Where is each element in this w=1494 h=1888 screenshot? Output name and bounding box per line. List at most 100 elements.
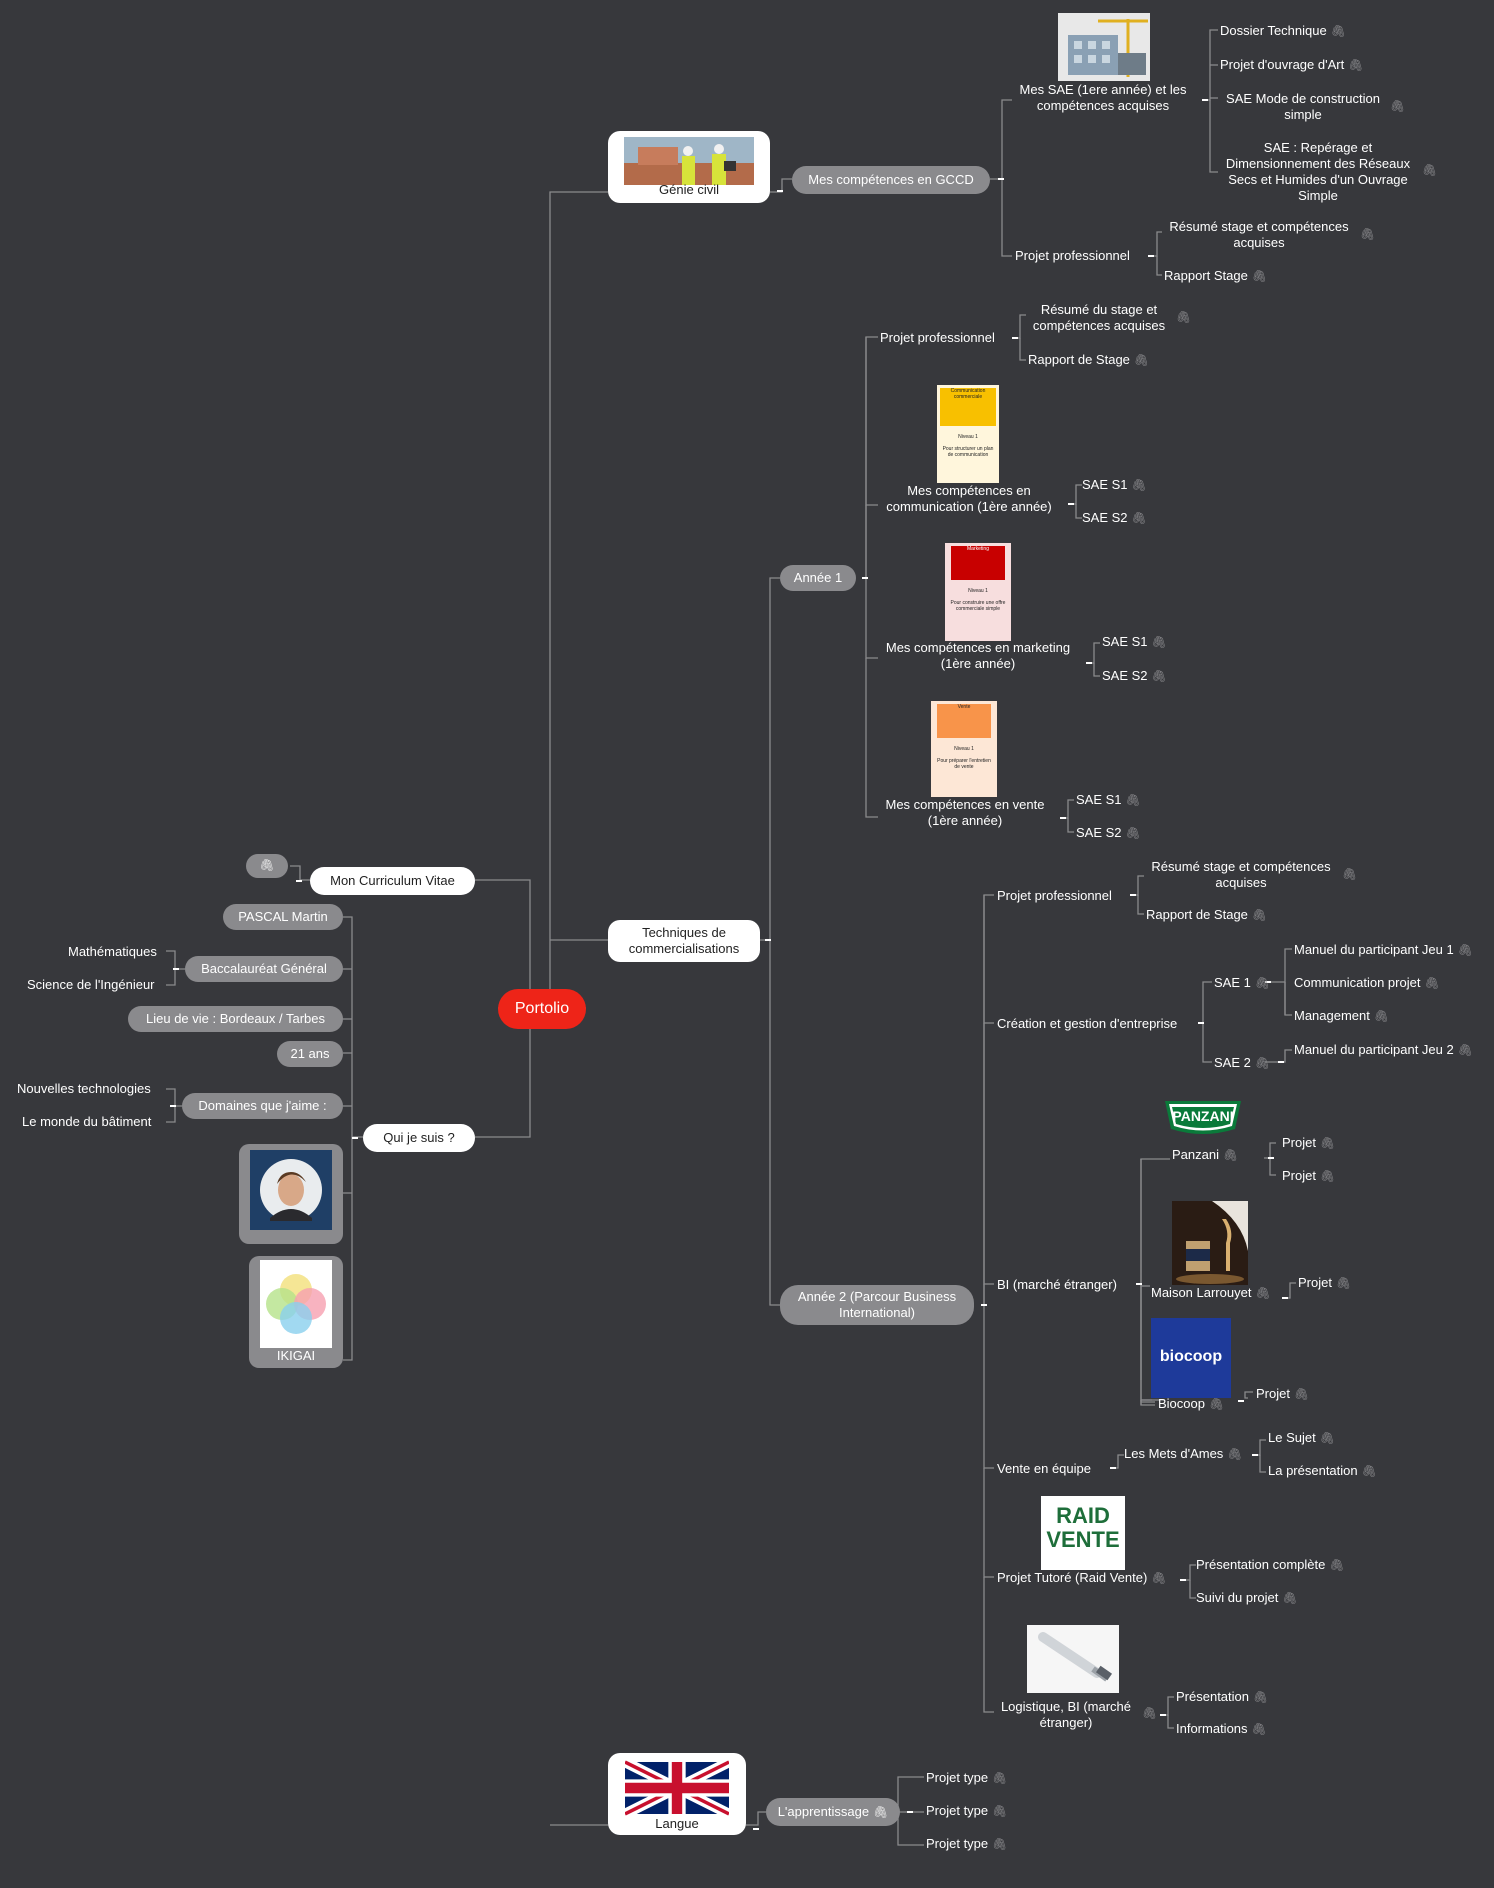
attachment-icon[interactable]: 🖇	[1254, 976, 1271, 990]
node-panzani[interactable]: Panzani🖇	[1172, 1147, 1238, 1163]
attachment-icon[interactable]: 🖇	[1131, 478, 1147, 492]
a1-resume-stage[interactable]: Résumé du stage et compétences acquises	[1026, 302, 1172, 334]
sae-ouvrage-art[interactable]: Projet d'ouvrage d'Art🖇	[1220, 57, 1363, 73]
attachment-icon[interactable]: 🖇	[1319, 1136, 1336, 1150]
attachment-icon[interactable]: 🖇	[1342, 867, 1358, 881]
root-node[interactable]: Portolio	[498, 989, 586, 1029]
vente-sae-s1[interactable]: SAE S1🖇	[1076, 792, 1141, 808]
node-techniques-commercialisation[interactable]: Techniques de commercialisations	[608, 920, 760, 962]
mets-le-sujet[interactable]: Le Sujet🖇	[1268, 1430, 1335, 1446]
attachment-icon[interactable]: 🖇	[1227, 1447, 1243, 1461]
mets-presentation[interactable]: La présentation🖇	[1268, 1463, 1377, 1479]
logistique-presentation[interactable]: Présentation🖇	[1176, 1689, 1268, 1705]
panzani-projet-1[interactable]: Projet🖇	[1282, 1135, 1335, 1151]
attachment-icon[interactable]: 🖇	[1457, 943, 1473, 957]
attachment-icon[interactable]: 🖇	[1133, 353, 1150, 367]
node-mes-sae[interactable]: Mes SAE (1ere année) et les compétences …	[1019, 82, 1187, 113]
langue-projet-type-3[interactable]: Projet type🖇	[926, 1836, 1007, 1852]
attachment-icon[interactable]: 🖇	[1251, 908, 1268, 922]
node-biocoop[interactable]: Biocoop🖇	[1158, 1396, 1224, 1412]
node-projet-professionnel-a2[interactable]: Projet professionnel	[997, 888, 1112, 903]
a2-resume-stage[interactable]: Résumé stage et compétences acquises	[1144, 859, 1338, 891]
attachment-icon[interactable]: 🖇	[1251, 1722, 1267, 1736]
panzani-projet-2[interactable]: Projet🖇	[1282, 1168, 1335, 1184]
attachment-icon[interactable]: 🖇	[1390, 99, 1406, 113]
node-competences-marketing[interactable]: Mes compétences en marketing (1ère année…	[885, 640, 1071, 671]
sae1-manuel-jeu-1[interactable]: Manuel du participant Jeu 1🖇	[1294, 942, 1473, 958]
langue-projet-type-2[interactable]: Projet type🖇	[926, 1803, 1007, 1819]
attachment-icon[interactable]: 🖇	[1348, 58, 1364, 72]
attachment-icon[interactable]: 🖇	[1125, 826, 1141, 840]
node-maison-larrouyet[interactable]: Maison Larrouyet🖇	[1151, 1285, 1271, 1301]
attachment-icon[interactable]: 🖇	[1142, 1706, 1158, 1720]
logistique-informations[interactable]: Informations🖇	[1176, 1721, 1267, 1737]
attachment-icon[interactable]: 🖇	[1131, 511, 1147, 525]
node-logistique-bi[interactable]: Logistique, BI (marché étranger)	[1000, 1699, 1132, 1730]
domaine-nouvelles-technologies[interactable]: Nouvelles technologies	[17, 1081, 151, 1096]
attachment-icon[interactable]: 🖇	[1151, 669, 1167, 683]
attachment-icon[interactable]: 🖇	[1176, 310, 1192, 324]
node-baccalaureat[interactable]: Baccalauréat Général	[185, 956, 343, 982]
attachment-icon[interactable]: 🖇	[992, 1837, 1008, 1851]
node-domaines[interactable]: Domaines que j'aime :	[182, 1093, 343, 1119]
node-genie-civil[interactable]: Génie civil	[608, 131, 770, 203]
node-bi-marche-etranger[interactable]: BI (marché étranger)	[997, 1277, 1117, 1292]
attachment-icon[interactable]: 🖇	[1360, 227, 1376, 241]
sae-dossier-technique[interactable]: Dossier Technique🖇	[1220, 23, 1346, 39]
sae2-manuel-jeu-2[interactable]: Manuel du participant Jeu 2🖇	[1294, 1042, 1473, 1058]
node-competences-vente[interactable]: Mes compétences en vente (1ère année)	[885, 797, 1045, 828]
mkt-sae-s2[interactable]: SAE S2🖇	[1102, 668, 1167, 684]
node-vente-equipe[interactable]: Vente en équipe	[997, 1461, 1091, 1476]
sae1-communication-projet[interactable]: Communication projet🖇	[1294, 975, 1440, 991]
attachment-icon[interactable]: 🖇	[1151, 1571, 1167, 1585]
attachment-icon[interactable]: 🖇	[1151, 635, 1167, 649]
gc-rapport-stage[interactable]: Rapport Stage🖇	[1164, 268, 1267, 284]
attachment-icon[interactable]: 🖇	[1282, 1591, 1298, 1605]
node-competences-gccd[interactable]: Mes compétences en GCCD	[792, 166, 990, 194]
node-annee-2[interactable]: Année 2 (Parcour Business International)	[780, 1285, 974, 1325]
attachment-icon[interactable]: 🖇	[1457, 1043, 1473, 1057]
attachment-icon[interactable]: 🖇	[1251, 269, 1268, 283]
sae-reseaux[interactable]: SAE : Repérage et Dimensionnement des Ré…	[1218, 140, 1418, 204]
sae1-management[interactable]: Management🖇	[1294, 1008, 1389, 1024]
attachment-icon[interactable]: 🖇	[1253, 1690, 1269, 1704]
comm-sae-s1[interactable]: SAE S1🖇	[1082, 477, 1147, 493]
comm-sae-s2[interactable]: SAE S2🖇	[1082, 510, 1147, 526]
attachment-icon[interactable]: 🖇	[1361, 1464, 1377, 1478]
node-nom[interactable]: PASCAL Martin	[223, 904, 343, 930]
biocoop-projet[interactable]: Projet🖇	[1256, 1386, 1309, 1402]
larrouyet-projet[interactable]: Projet🖇	[1298, 1275, 1351, 1291]
bac-science-ingenieur[interactable]: Science de l'Ingénieur	[27, 977, 155, 992]
attachment-icon[interactable]: 🖇	[1424, 976, 1440, 990]
sae-mode-construction[interactable]: SAE Mode de construction simple	[1218, 91, 1388, 123]
attachment-icon[interactable]: 🖇	[1293, 1387, 1310, 1401]
attachment-icon[interactable]: 🖇	[1330, 24, 1346, 38]
node-apprentissage[interactable]: L'apprentissage🖇	[766, 1798, 900, 1826]
node-qui-je-suis[interactable]: Qui je suis ?	[363, 1124, 475, 1152]
vente-sae-s2[interactable]: SAE S2🖇	[1076, 825, 1141, 841]
attachment-icon[interactable]: 🖇	[1329, 1558, 1345, 1572]
mkt-sae-s1[interactable]: SAE S1🖇	[1102, 634, 1167, 650]
attachment-icon[interactable]: 🖇	[1335, 1276, 1352, 1290]
attachment-icon[interactable]: 🖇	[1255, 1286, 1271, 1300]
attachment-icon[interactable]: 🖇	[992, 1771, 1008, 1785]
node-annee-1[interactable]: Année 1	[780, 565, 856, 591]
attachment-icon[interactable]: 🖇	[1319, 1169, 1336, 1183]
cv-attachment-button[interactable]: 🖇	[246, 854, 288, 878]
node-mets-ames[interactable]: Les Mets d'Ames🖇	[1124, 1446, 1243, 1462]
node-creation-entreprise[interactable]: Création et gestion d'entreprise	[997, 1016, 1178, 1031]
attachment-icon[interactable]: 🖇	[1422, 163, 1438, 177]
a1-rapport-stage[interactable]: Rapport de Stage🖇	[1028, 352, 1149, 368]
node-ikigai[interactable]: IKIGAI	[249, 1256, 343, 1368]
raid-suivi-projet[interactable]: Suivi du projet🖇	[1196, 1590, 1298, 1606]
node-curriculum-vitae[interactable]: Mon Curriculum Vitae	[310, 867, 475, 895]
attachment-icon[interactable]: 🖇	[1254, 1056, 1271, 1070]
domaine-batiment[interactable]: Le monde du bâtiment	[22, 1114, 152, 1129]
node-projet-professionnel-a1[interactable]: Projet professionnel	[880, 330, 995, 345]
langue-projet-type-1[interactable]: Projet type🖇	[926, 1770, 1007, 1786]
node-sae-2[interactable]: SAE 2🖇	[1214, 1055, 1270, 1071]
attachment-icon[interactable]: 🖇	[1373, 1009, 1390, 1023]
gc-resume-stage[interactable]: Résumé stage et compétences acquises	[1162, 219, 1356, 251]
node-lieu-de-vie[interactable]: Lieu de vie : Bordeaux / Tarbes	[128, 1006, 343, 1032]
attachment-icon[interactable]: 🖇	[1208, 1397, 1225, 1411]
